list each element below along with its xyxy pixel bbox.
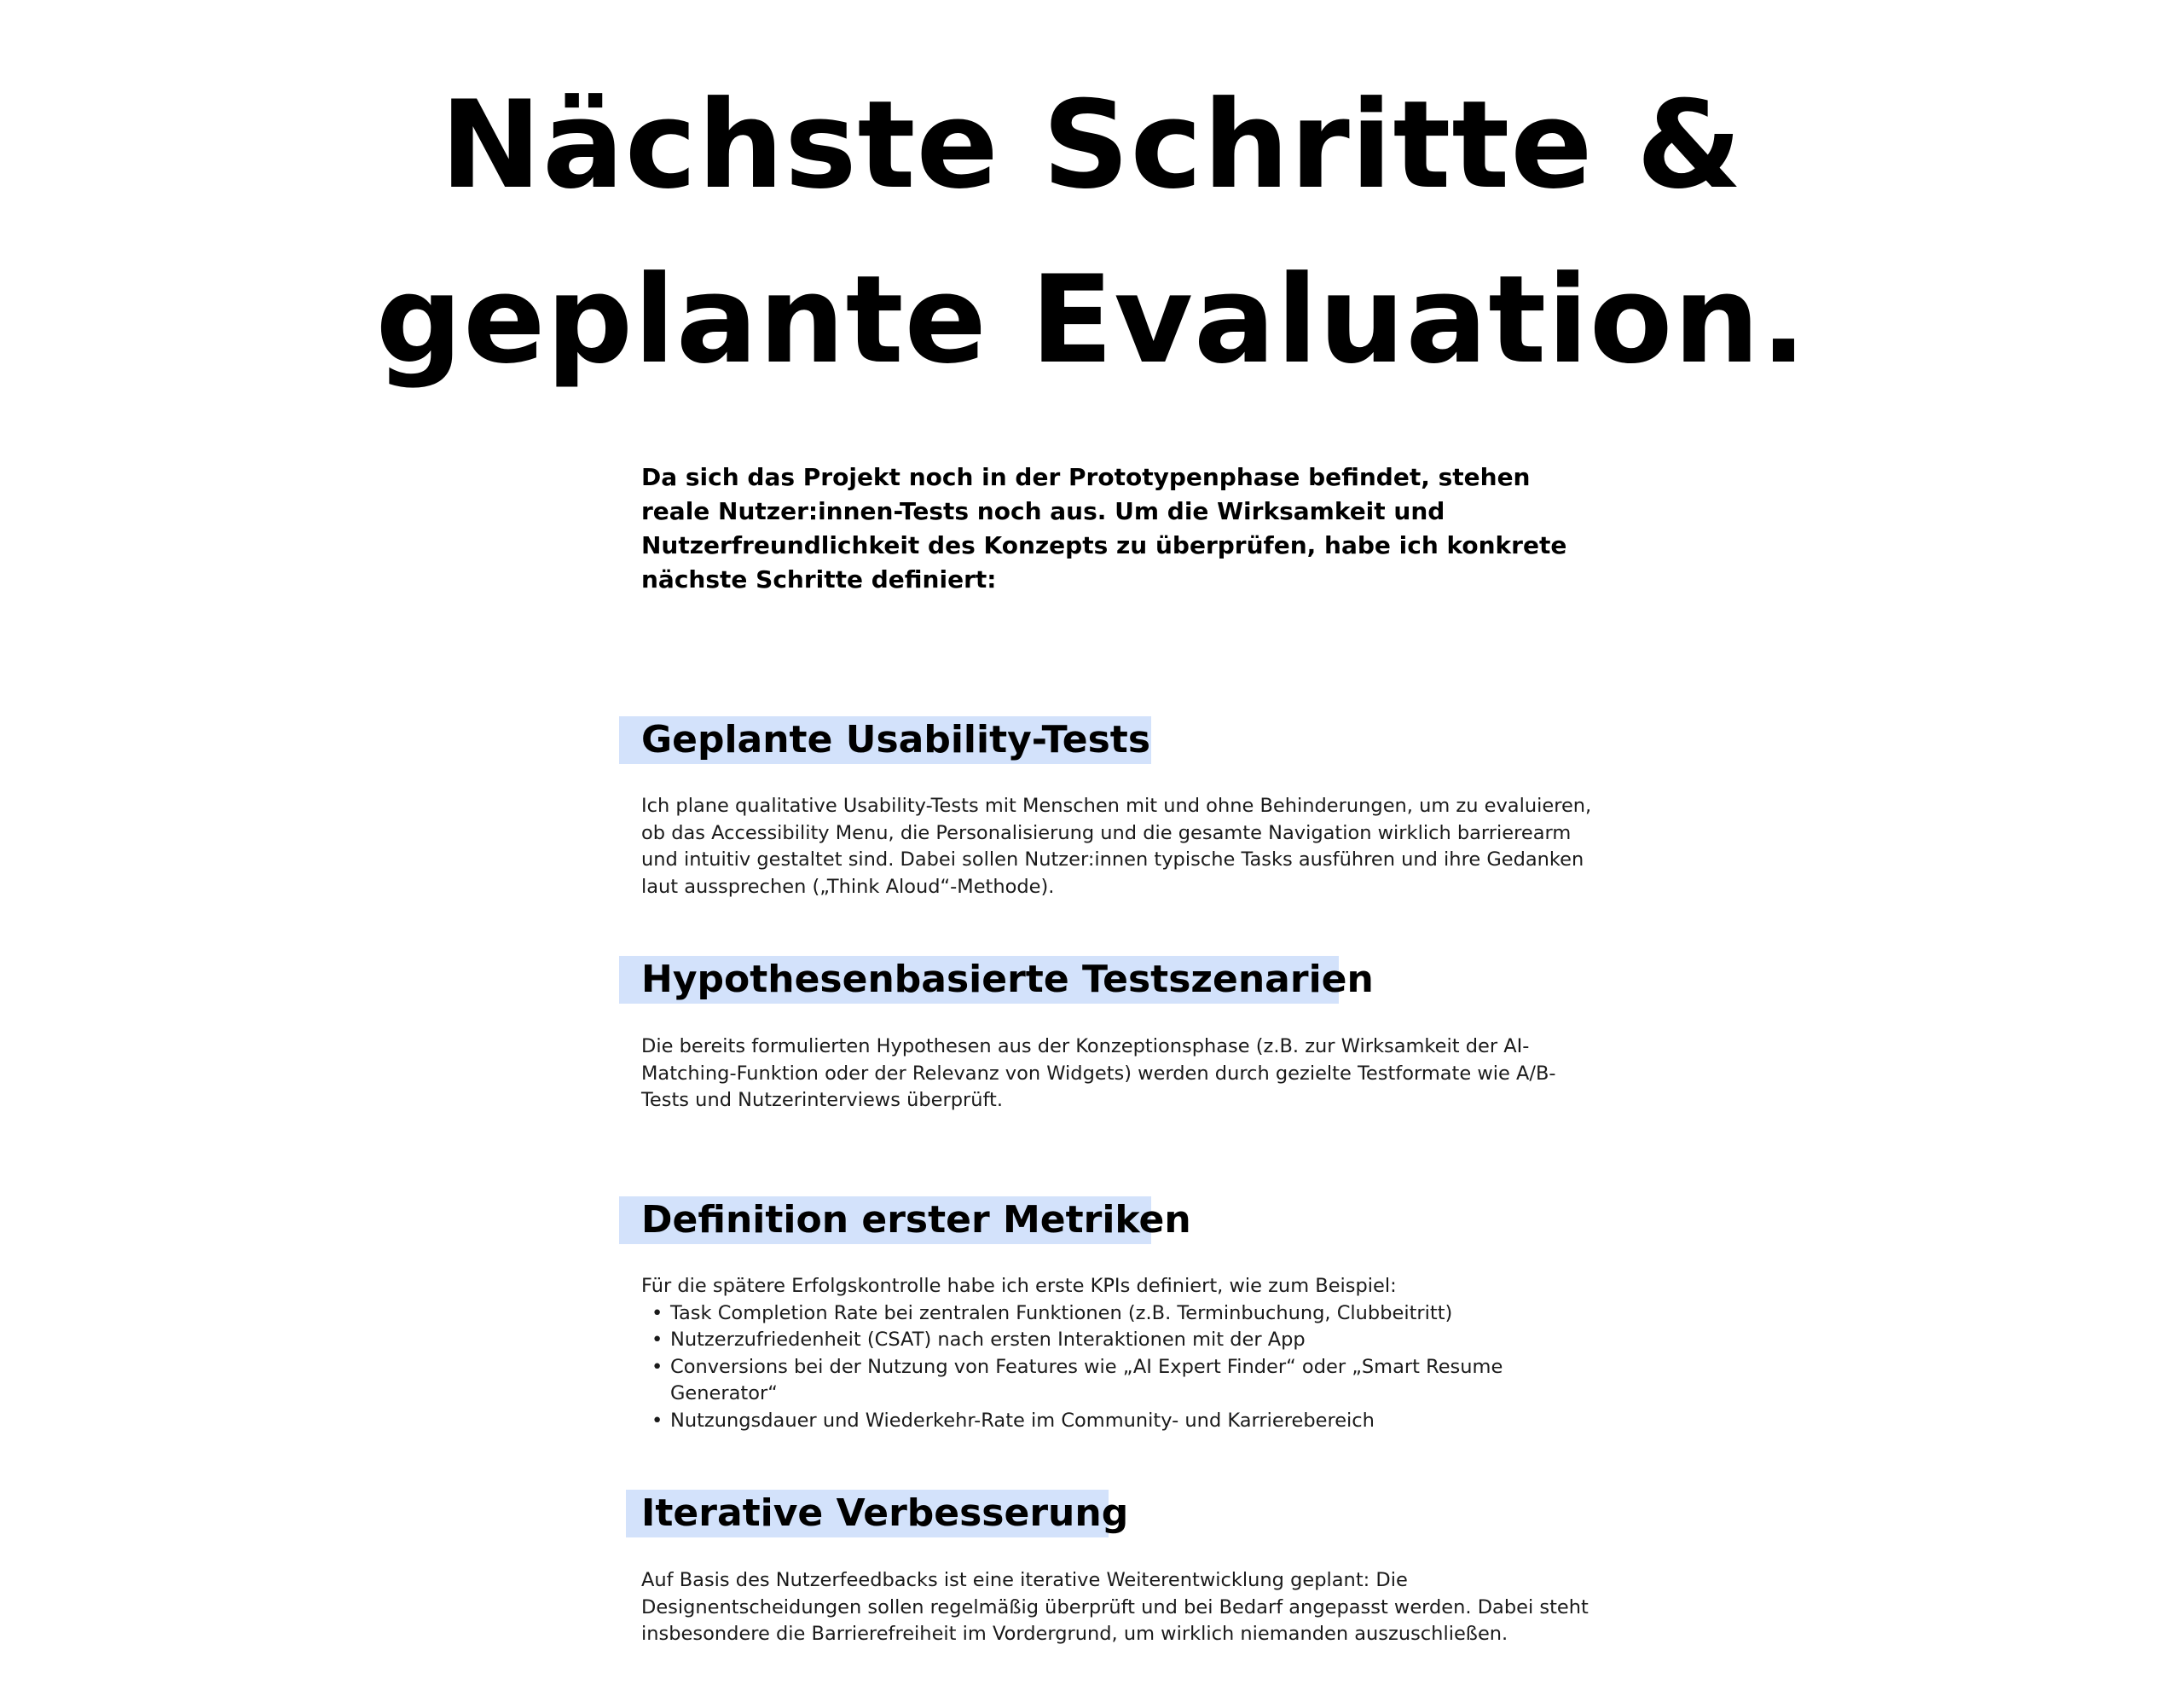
list-item: •Nutzerzufriedenheit (CSAT) nach ersten … bbox=[641, 1327, 1596, 1354]
section-text-usability-tests: Ich plane qualitative Usability-Tests mi… bbox=[641, 795, 1592, 898]
list-item: •Nutzungsdauer und Wiederkehr-Rate im Co… bbox=[641, 1408, 1596, 1435]
kpi-list: •Task Completion Rate bei zentralen Funk… bbox=[641, 1300, 1596, 1435]
bullet-icon: • bbox=[651, 1301, 663, 1324]
page-title-line-2: geplante Evaluation. bbox=[375, 250, 1808, 391]
intro-paragraph: Da sich das Projekt noch in der Prototyp… bbox=[641, 463, 1567, 593]
section-text-testszenarien: Die bereits formulierten Hypothesen aus … bbox=[641, 1035, 1556, 1111]
bullet-icon: • bbox=[651, 1355, 663, 1378]
bullet-icon: • bbox=[651, 1409, 663, 1432]
section-heading-testszenarien: Hypothesenbasierte Testszenarien bbox=[619, 956, 1374, 1004]
list-item: •Conversions bei der Nutzung von Feature… bbox=[651, 1355, 1503, 1405]
section-text-iterative-verbesserung: Auf Basis des Nutzerfeedbacks ist eine i… bbox=[641, 1569, 1589, 1645]
section-heading-usability-tests: Geplante Usability-Tests bbox=[619, 716, 1151, 764]
section-text-metriken: Für die spätere Erfolgskontrolle habe ic… bbox=[641, 1275, 1397, 1297]
list-item: •Task Completion Rate bei zentralen Funk… bbox=[641, 1300, 1596, 1328]
page-title-line-1: Nächste Schritte & bbox=[440, 75, 1743, 216]
section-heading-metriken: Definition erster Metriken bbox=[619, 1196, 1191, 1244]
section-body-metriken: Für die spätere Erfolgskontrolle habe ic… bbox=[641, 1273, 1596, 1434]
bullet-icon: • bbox=[651, 1329, 663, 1351]
section-heading-iterative-verbesserung: Iterative Verbesserung bbox=[626, 1490, 1128, 1537]
